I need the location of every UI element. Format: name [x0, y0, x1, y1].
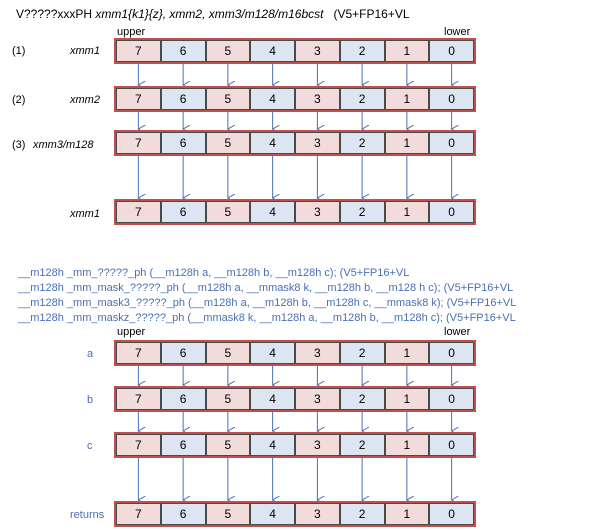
lane-cell: 2	[339, 88, 385, 110]
instruction-title: V?????xxxPH xmm1{k1}{z}, xmm2, xmm3/m128…	[16, 7, 410, 21]
lane-cell: 1	[384, 132, 430, 154]
register-outline	[114, 386, 476, 412]
lane-cell: 6	[160, 88, 206, 110]
lane-cell: 5	[205, 201, 251, 223]
lane-cell: 4	[250, 388, 295, 410]
row-num-1: (1)	[12, 45, 26, 57]
row-label-xmm2: xmm2	[70, 94, 100, 106]
row-num-2: (2)	[12, 94, 26, 106]
lane-cell: 3	[295, 201, 340, 223]
upper-label-2: upper	[117, 326, 146, 338]
lane-cell: 1	[384, 201, 430, 223]
lane-cell: 5	[205, 503, 251, 525]
register-outline	[114, 130, 476, 156]
lane-cell: 0	[429, 388, 474, 410]
lane-cell: 3	[295, 503, 340, 525]
lane-cell: 1	[384, 434, 430, 456]
lane-cell: 6	[160, 342, 206, 364]
register-outline	[114, 432, 476, 458]
lane-cell: 1	[384, 88, 430, 110]
register-outline	[114, 38, 476, 64]
row-label-xmm3-m128: xmm3/m128	[33, 139, 94, 151]
lane-cell: 7	[116, 40, 161, 62]
lane-cell: 6	[160, 503, 206, 525]
upper-label-1: upper	[117, 26, 146, 38]
lane-cell: 0	[429, 201, 474, 223]
lane-cell: 1	[384, 503, 430, 525]
prototype-3: __m128h _mm_mask3_?????_ph (__m128h a, _…	[18, 297, 517, 309]
lane-cell: 0	[429, 342, 474, 364]
lane-cell: 3	[295, 342, 340, 364]
lane-cell: 3	[295, 40, 340, 62]
lane-cell: 0	[429, 40, 474, 62]
lane-cell: 2	[339, 503, 385, 525]
lane-cell: 4	[250, 132, 295, 154]
title-mnemonic: V?????xxxPH	[16, 7, 96, 21]
lane-cell: 5	[205, 40, 251, 62]
lane-cell: 7	[116, 132, 161, 154]
lane-cell: 4	[250, 434, 295, 456]
lane-cell: 2	[339, 201, 385, 223]
lane-cell: 7	[116, 201, 161, 223]
title-operands: xmm1{k1}{z}, xmm2, xmm3/m128/m16bcst	[95, 7, 324, 21]
lane-cell: 5	[205, 88, 251, 110]
row-num-3: (3)	[12, 139, 26, 151]
register-outline	[114, 501, 476, 527]
lane-cell: 2	[339, 132, 385, 154]
lane-cell: 2	[339, 40, 385, 62]
lane-cell: 0	[429, 132, 474, 154]
lower-label-1: lower	[444, 26, 471, 38]
lane-cell: 3	[295, 434, 340, 456]
lane-cell: 3	[295, 88, 340, 110]
lane-cell: 7	[116, 342, 161, 364]
lane-cell: 3	[295, 388, 340, 410]
lane-cell: 6	[160, 434, 206, 456]
lane-cell: 7	[116, 388, 161, 410]
lane-cell: 6	[160, 201, 206, 223]
title-tag: (V5+FP16+VL	[333, 7, 410, 21]
register-outline	[114, 340, 476, 366]
lane-cell: 7	[116, 88, 161, 110]
lane-cell: 0	[429, 88, 474, 110]
row-label-b: b	[87, 394, 94, 406]
lane-cell: 4	[250, 503, 295, 525]
lane-cell: 4	[250, 201, 295, 223]
prototype-4: __m128h _mm_maskz_?????_ph (__mmask8 k, …	[18, 312, 516, 324]
lane-cell: 0	[429, 434, 474, 456]
lane-cell: 6	[160, 132, 206, 154]
lane-cell: 3	[295, 132, 340, 154]
lane-cell: 5	[205, 434, 251, 456]
lane-cell: 6	[160, 40, 206, 62]
lane-cell: 0	[429, 503, 474, 525]
prototype-1: __m128h _mm_?????_ph (__m128h a, __m128h…	[18, 267, 410, 279]
lane-cell: 2	[339, 434, 385, 456]
register-outline	[114, 86, 476, 112]
lane-cell: 7	[116, 434, 161, 456]
register-outline	[114, 199, 476, 225]
lane-cell: 1	[384, 388, 430, 410]
lane-cell: 2	[339, 342, 385, 364]
lane-cell: 6	[160, 388, 206, 410]
lane-cell: 4	[250, 40, 295, 62]
lane-cell: 4	[250, 88, 295, 110]
lane-cell: 2	[339, 388, 385, 410]
row-label-c: c	[87, 440, 93, 452]
prototype-2: __m128h _mm_mask_?????_ph (__m128h a, __…	[18, 282, 514, 294]
row-label-xmm1-result: xmm1	[70, 208, 100, 220]
lane-cell: 4	[250, 342, 295, 364]
lower-label-2: lower	[444, 326, 471, 338]
lane-cell: 5	[205, 342, 251, 364]
lane-cell: 7	[116, 503, 161, 525]
lane-cell: 5	[205, 388, 251, 410]
row-label-a: a	[87, 348, 94, 360]
row-label-returns: returns	[70, 509, 105, 521]
lane-cell: 5	[205, 132, 251, 154]
lane-cell: 1	[384, 342, 430, 364]
lane-cell: 1	[384, 40, 430, 62]
row-label-xmm1: xmm1	[70, 45, 100, 57]
